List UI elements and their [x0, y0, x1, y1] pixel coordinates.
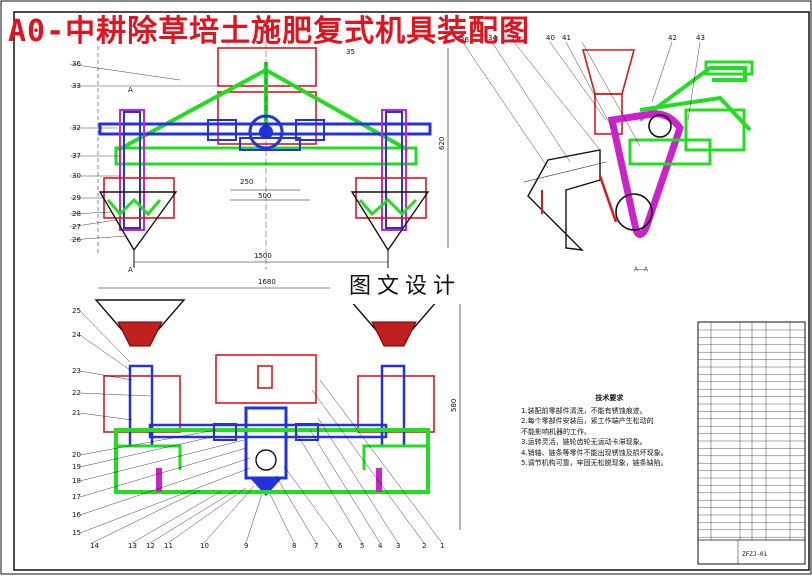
- part-number-label: 27: [72, 223, 81, 231]
- technical-requirements: 技术要求 1.装配前零部件清洗，不能有锈蚀痕迹。 2.每个零部件安装后，紧工作端…: [521, 393, 668, 469]
- part-number-label: 15: [72, 529, 81, 537]
- dimension-label: 1500: [254, 252, 272, 260]
- part-number-label: 20: [72, 451, 81, 459]
- part-number-label: 17: [72, 493, 81, 501]
- dimension-label: 500: [258, 192, 271, 200]
- part-number-label: 29: [72, 194, 81, 202]
- part-number-label: 30: [72, 172, 81, 180]
- section-label: A—A: [634, 267, 649, 273]
- part-number-label: 23: [72, 367, 81, 375]
- tech-req-item: 2.每个零部件安装后，紧工作端产生松动的: [521, 417, 654, 425]
- part-number-label: 4: [378, 542, 383, 550]
- part-number-label: 39: [510, 34, 519, 42]
- top-view: [97, 42, 449, 270]
- dimension-label: 1680: [258, 278, 276, 286]
- tech-req-item: 4.销轴、链条等零件不能出现锈蚀及损坏现象。: [521, 448, 668, 457]
- dimension-label: 250: [240, 178, 253, 186]
- section-mark: A: [128, 266, 133, 274]
- section-mark: A: [128, 86, 133, 94]
- drawing-title: A0-中耕除草培土施肥复式机具装配图: [8, 14, 531, 49]
- part-number-label: 7: [314, 542, 318, 550]
- inner-frame: [13, 11, 810, 571]
- bom-drawing-code: ZFZJ-01: [742, 551, 768, 558]
- part-number-label: 10: [200, 542, 209, 550]
- tech-req-item: 1.装配前零部件清洗，不能有锈蚀痕迹。: [521, 406, 647, 415]
- part-number-label: 21: [72, 409, 81, 417]
- tech-req-item: 5.调节机构可靠，牢固无松脱现象，链条缺陷。: [521, 459, 668, 467]
- part-number-label: 1: [440, 542, 444, 550]
- bottom-view: [94, 287, 461, 530]
- part-number-label: 2: [422, 542, 426, 550]
- part-number-label: 5: [360, 542, 364, 550]
- part-number-label: 8: [292, 542, 296, 550]
- part-number-label: 43: [696, 34, 705, 42]
- part-number-label: 9: [244, 542, 248, 550]
- part-number-label: 33: [72, 82, 81, 90]
- tech-req-item: 3.运转灵活，链轮齿轮无运动卡滞现象。: [521, 438, 647, 446]
- part-number-label: 14: [90, 542, 99, 550]
- part-number-label: 12: [146, 542, 155, 550]
- tech-req-item: 不能影响机器的工作。: [521, 427, 591, 436]
- part-number-label: 37: [72, 152, 81, 160]
- part-number-label: 25: [72, 307, 81, 315]
- part-number-label: 6: [338, 542, 343, 550]
- part-number-label: 35: [346, 48, 355, 56]
- part-number-label: 34: [488, 34, 497, 42]
- leader-lines: [69, 41, 701, 544]
- part-number-label: 26: [72, 236, 81, 244]
- part-number-label: 42: [668, 34, 677, 42]
- bom-table: [697, 321, 806, 565]
- part-number-label: 13: [128, 542, 137, 550]
- watermark: 图文设计: [330, 270, 480, 304]
- part-number-label: 16: [72, 511, 81, 519]
- part-number-label: 28: [72, 210, 81, 218]
- part-number-label: 3: [396, 542, 400, 550]
- dimension-label: 620: [438, 137, 446, 150]
- part-number-label: 24: [72, 331, 81, 339]
- part-number-label: 41: [562, 34, 571, 42]
- part-number-label: 32: [72, 124, 81, 132]
- part-number-label: 11: [164, 542, 173, 550]
- part-number-label: 19: [72, 463, 81, 471]
- part-number-label: 36: [460, 36, 469, 44]
- part-number-label: 40: [546, 34, 555, 42]
- side-view: [523, 49, 754, 251]
- part-number-label: 36: [72, 60, 81, 68]
- part-number-label: 18: [72, 477, 81, 485]
- dimension-label: 580: [450, 399, 458, 412]
- part-number-label: 22: [72, 389, 81, 397]
- tech-req-heading: 技术要求: [595, 394, 624, 402]
